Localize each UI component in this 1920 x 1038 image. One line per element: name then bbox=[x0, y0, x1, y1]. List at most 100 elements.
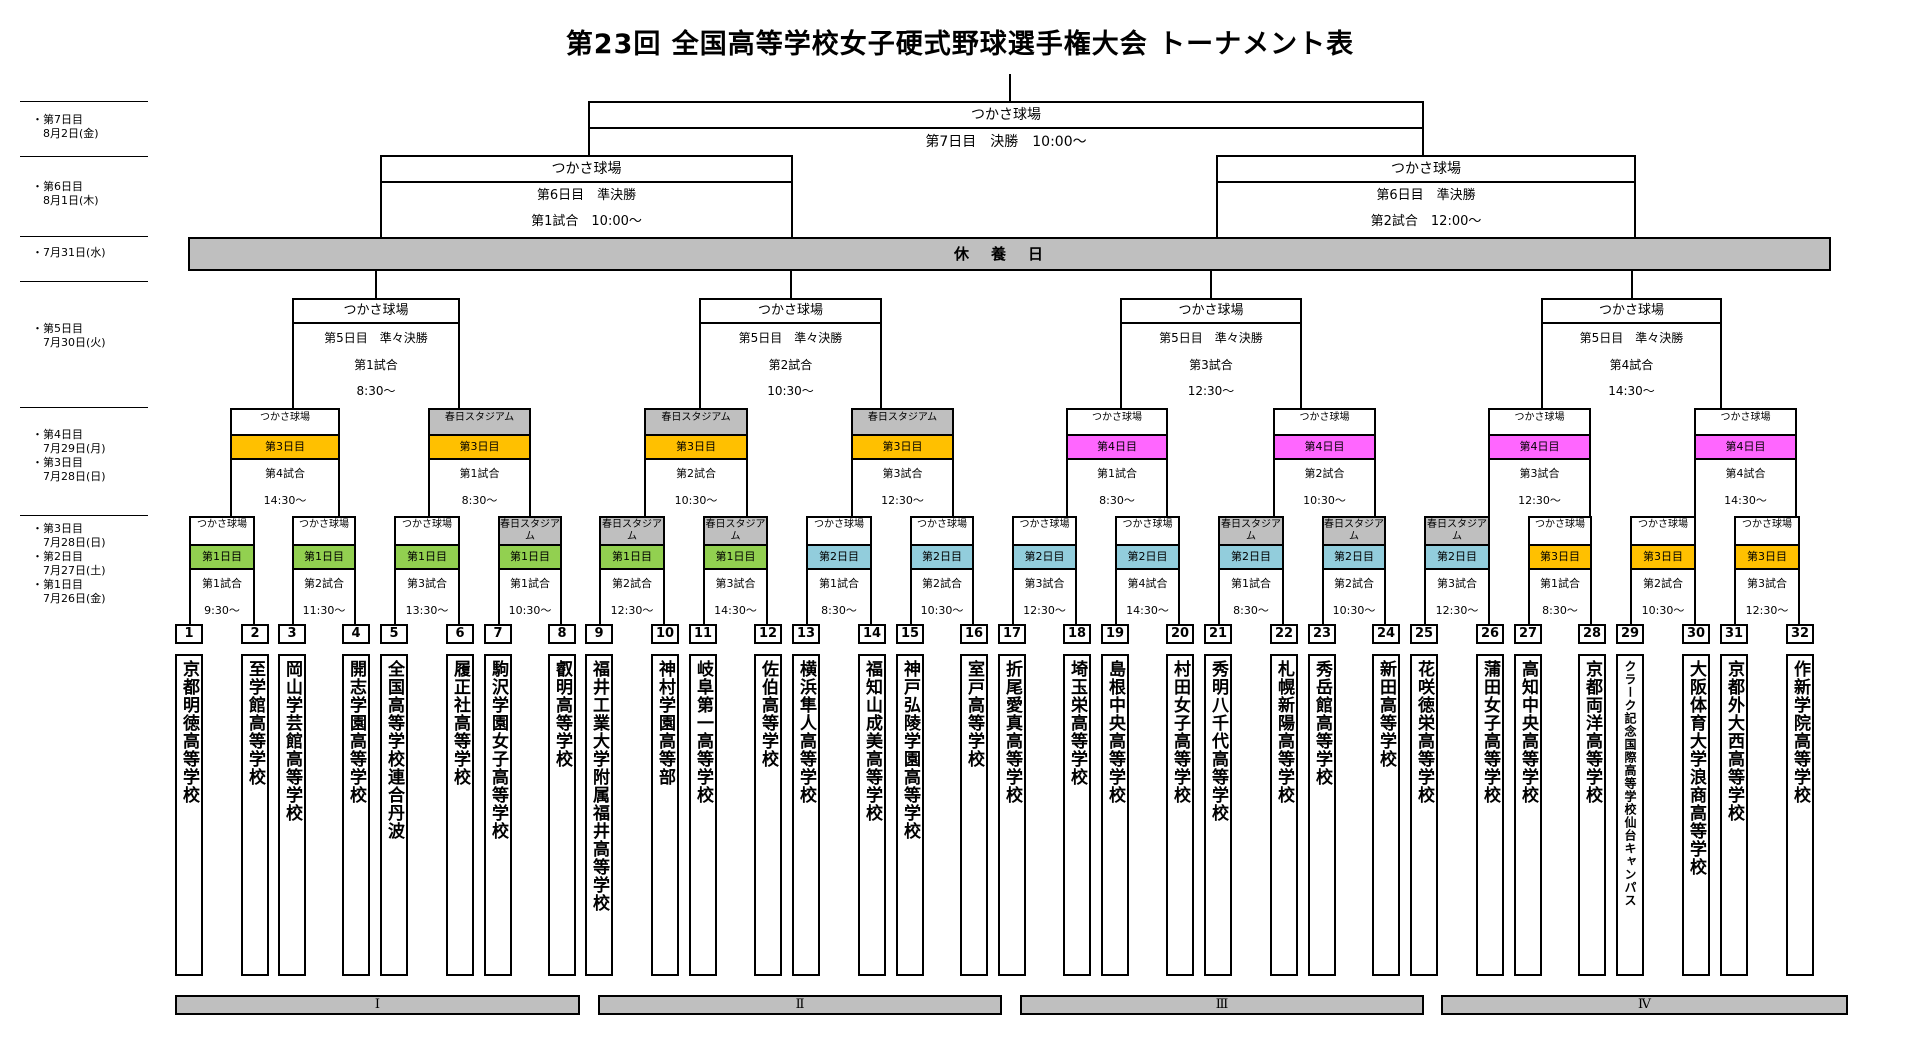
team-seed-number: 23 bbox=[1308, 624, 1336, 644]
round1-time: 8:30～ bbox=[821, 604, 857, 617]
team-seed-number: 7 bbox=[484, 624, 512, 644]
team-seed-number: 12 bbox=[754, 624, 782, 644]
round2-day: 第4日目 bbox=[1490, 436, 1589, 460]
date-label-line: ・第2日目 bbox=[32, 550, 83, 563]
date-label-line: 8月2日(金) bbox=[32, 127, 99, 140]
round1-day: 第3日目 bbox=[1736, 546, 1798, 570]
round2-time: 14:30～ bbox=[1724, 494, 1767, 507]
round1-game: 第3試合 bbox=[407, 577, 447, 590]
team-seed-number: 20 bbox=[1166, 624, 1194, 644]
round1-day: 第1日目 bbox=[191, 546, 253, 570]
date-label: ・7月31日(水) bbox=[32, 246, 150, 260]
bracket-line bbox=[789, 271, 792, 298]
date-label-line: 7月26日(金) bbox=[32, 592, 106, 605]
round2-venue: つかさ球場 bbox=[1275, 410, 1374, 436]
team-name: 全国高等学校連合丹波 bbox=[380, 654, 408, 976]
round2-time: 14:30～ bbox=[263, 494, 307, 507]
date-label-line: ・第5日目 bbox=[32, 322, 83, 335]
round2-day: 第4日目 bbox=[1696, 436, 1795, 460]
team-seed-number: 22 bbox=[1270, 624, 1298, 644]
date-label-line: ・7月31日(水) bbox=[32, 246, 106, 259]
page-title: 第23回 全国高等学校女子硬式野球選手権大会 トーナメント表 bbox=[565, 29, 1355, 60]
semifinal-box: つかさ球場第6日目 準決勝第1試合 10:00～ bbox=[380, 155, 793, 237]
team-name: 京都両洋高等学校 bbox=[1578, 654, 1606, 976]
round1-time: 9:30～ bbox=[204, 604, 240, 617]
round1-day: 第3日目 bbox=[1632, 546, 1694, 570]
team-name: クラーク記念国際高等学校仙台キャンパス bbox=[1616, 654, 1644, 976]
round1-day: 第2日目 bbox=[1117, 546, 1178, 570]
bracket-line bbox=[1630, 271, 1633, 298]
round2-game: 第4試合 bbox=[1725, 467, 1766, 480]
round1-time: 10:30～ bbox=[1332, 604, 1376, 617]
team-name: 岐阜第一高等学校 bbox=[689, 654, 717, 976]
semifinal-game: 第2試合 12:00～ bbox=[1370, 214, 1482, 229]
team-name: 室戸高等学校 bbox=[960, 654, 988, 976]
round2-time: 12:30～ bbox=[1518, 494, 1561, 507]
date-separator bbox=[20, 236, 148, 237]
date-label-line: ・第7日目 bbox=[32, 113, 83, 126]
quarterfinal-venue: つかさ球場 bbox=[294, 300, 458, 324]
round1-time: 13:30～ bbox=[405, 604, 449, 617]
team-seed-number: 17 bbox=[998, 624, 1026, 644]
team-name: 佐伯高等学校 bbox=[754, 654, 782, 976]
team-name: 神村学園高等部 bbox=[651, 654, 679, 976]
team-seed-number: 8 bbox=[548, 624, 576, 644]
team-seed-number: 15 bbox=[896, 624, 924, 644]
round1-game: 第2試合 bbox=[922, 577, 962, 590]
round2-game: 第3試合 bbox=[1519, 467, 1560, 480]
team-name: 京都外大西高等学校 bbox=[1720, 654, 1748, 976]
date-label: ・第4日目 7月29日(月)・第3日目 7月28日(日) bbox=[32, 428, 150, 484]
quarterfinal-round: 第5日目 準々決勝 bbox=[324, 331, 428, 345]
date-label-line: 7月28日(日) bbox=[32, 536, 106, 549]
round2-time: 10:30～ bbox=[1303, 494, 1346, 507]
quarterfinal-time: 14:30～ bbox=[1608, 384, 1655, 398]
team-name: 秀明八千代高等学校 bbox=[1204, 654, 1232, 976]
date-label-line: 7月27日(土) bbox=[32, 564, 106, 577]
date-label-line: ・第3日目 bbox=[32, 456, 83, 469]
round1-game: 第2試合 bbox=[1643, 577, 1683, 590]
rest-day-bar: 休養日 bbox=[188, 237, 1831, 271]
round1-game: 第3試合 bbox=[715, 577, 756, 590]
round1-game: 第2試合 bbox=[1334, 577, 1374, 590]
team-seed-number: 16 bbox=[960, 624, 988, 644]
team-name: 岡山学芸館高等学校 bbox=[278, 654, 306, 976]
round2-venue: 春日スタジアム bbox=[646, 410, 746, 436]
team-name: 村田女子高等学校 bbox=[1166, 654, 1194, 976]
round1-time: 10:30～ bbox=[508, 604, 552, 617]
round2-day: 第4日目 bbox=[1068, 436, 1166, 460]
round1-time: 12:30～ bbox=[1745, 604, 1789, 617]
round2-game: 第1試合 bbox=[1097, 467, 1137, 480]
round2-venue: 春日スタジアム bbox=[430, 410, 529, 436]
team-name: 札幌新陽高等学校 bbox=[1270, 654, 1298, 976]
team-seed-number: 25 bbox=[1410, 624, 1438, 644]
semifinal-venue: つかさ球場 bbox=[1218, 157, 1634, 183]
team-seed-number: 29 bbox=[1616, 624, 1644, 644]
round2-venue: つかさ球場 bbox=[1068, 410, 1166, 436]
round1-day: 第1日目 bbox=[294, 546, 354, 570]
semifinal-round: 第6日目 準決勝 bbox=[1376, 188, 1476, 203]
quarterfinal-game: 第4試合 bbox=[1609, 358, 1654, 372]
round1-time: 14:30～ bbox=[1126, 604, 1169, 617]
round1-day: 第1日目 bbox=[396, 546, 458, 570]
team-seed-number: 28 bbox=[1578, 624, 1606, 644]
team-name: 大阪体育大学浪商高等学校 bbox=[1682, 654, 1710, 976]
round1-venue: 春日スタジアム bbox=[601, 518, 663, 546]
team-name: 折尾愛真高等学校 bbox=[998, 654, 1026, 976]
round1-time: 10:30～ bbox=[1641, 604, 1685, 617]
team-seed-number: 1 bbox=[175, 624, 203, 644]
round2-venue: つかさ球場 bbox=[1696, 410, 1795, 436]
date-label-line: ・第3日目 bbox=[32, 522, 83, 535]
date-label-line: 8月1日(木) bbox=[32, 194, 99, 207]
round2-game: 第4試合 bbox=[265, 467, 305, 480]
date-separator bbox=[20, 515, 148, 516]
team-seed-number: 13 bbox=[792, 624, 820, 644]
date-label: ・第7日目 8月2日(金) bbox=[32, 113, 150, 141]
